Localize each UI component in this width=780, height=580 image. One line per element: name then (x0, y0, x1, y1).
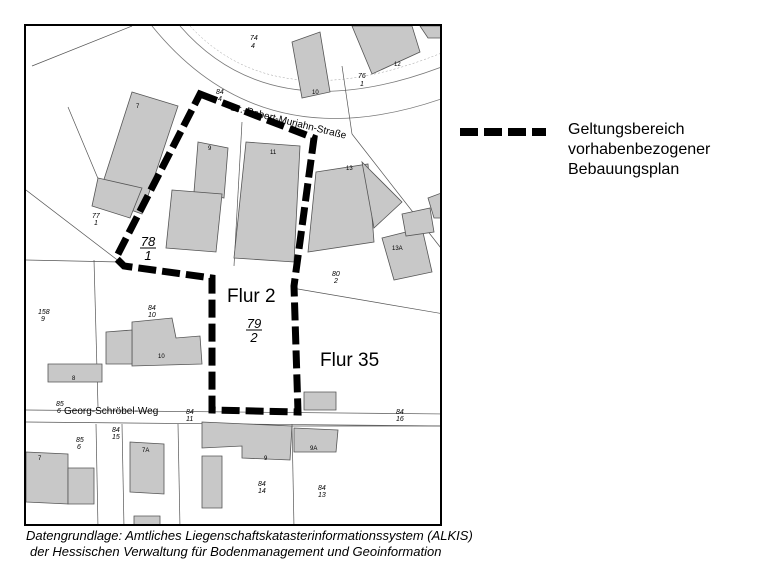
building (91, 177, 143, 219)
street-edge (189, 26, 440, 81)
building (233, 141, 301, 263)
house-number: 11 (270, 150, 277, 156)
building (26, 451, 69, 505)
map-frame: Flur 2 Flur 35 79 2 78 1 Dr.-Robert-Murj… (24, 24, 442, 526)
house-number: 9 (264, 456, 268, 462)
house-number: 10 (158, 354, 165, 360)
legend-text: Geltungsbereich vorhabenbezogener Bebauu… (568, 120, 768, 180)
svg-text:84: 84 (318, 485, 326, 492)
parcel-78-num: 78 (141, 234, 156, 249)
building (201, 455, 223, 509)
svg-text:74: 74 (250, 35, 258, 42)
building (307, 163, 375, 253)
svg-text:84: 84 (216, 89, 224, 96)
building (201, 421, 293, 461)
svg-text:158: 158 (38, 309, 50, 316)
street-label-south: Georg-Schröbel-Weg (64, 406, 158, 417)
svg-text:84: 84 (396, 409, 404, 416)
svg-text:15: 15 (112, 434, 120, 441)
svg-text:9: 9 (41, 316, 45, 323)
legend-line: Geltungsbereich (568, 121, 685, 138)
house-number: 13A (392, 246, 403, 252)
building (419, 26, 440, 39)
svg-text:84: 84 (112, 427, 120, 434)
house-number: 7 (136, 104, 140, 110)
building (401, 207, 435, 237)
cadastral-map: Flur 2 Flur 35 79 2 78 1 Dr.-Robert-Murj… (26, 26, 440, 524)
boundary-legend-symbol (460, 128, 546, 136)
building (193, 141, 229, 199)
svg-text:10: 10 (148, 312, 156, 319)
house-number: 9 (208, 146, 212, 152)
house-number: 10 (312, 90, 319, 96)
house-number: 12 (394, 62, 401, 68)
svg-text:85: 85 (56, 401, 64, 408)
building (165, 189, 223, 253)
building (105, 329, 133, 365)
svg-text:1: 1 (360, 81, 364, 88)
parcel-lines (26, 26, 440, 524)
svg-text:11: 11 (186, 416, 193, 423)
house-number: 7A (142, 448, 149, 454)
svg-text:1: 1 (94, 220, 98, 227)
building (427, 193, 440, 219)
flur-label-35: Flur 35 (320, 350, 379, 371)
parcel-fractions: 74 4 76 1 84 4 77 1 80 2 158 9 84 10 85 … (38, 35, 404, 499)
source-line: Datengrundlage: Amtliches Liegenschaftsk… (26, 528, 473, 543)
street-label-north: Dr.-Robert-Murjahn-Straße (229, 102, 347, 142)
svg-text:6: 6 (57, 408, 61, 415)
house-number: 7 (38, 456, 42, 462)
svg-text:2: 2 (333, 278, 338, 285)
svg-text:85: 85 (76, 437, 84, 444)
building (361, 160, 403, 229)
parcel-79-den: 2 (249, 330, 258, 345)
svg-text:80: 80 (332, 271, 340, 278)
building (67, 467, 95, 505)
svg-text:4: 4 (251, 43, 255, 50)
svg-text:77: 77 (92, 213, 101, 220)
svg-text:6: 6 (77, 444, 81, 451)
building (129, 441, 165, 495)
building (291, 31, 331, 99)
svg-text:16: 16 (396, 416, 404, 423)
svg-text:13: 13 (318, 492, 326, 499)
building (351, 26, 421, 75)
building (47, 363, 103, 383)
house-number: 9A (310, 446, 317, 452)
house-number: 8 (72, 376, 76, 382)
plan-boundary (111, 89, 318, 416)
svg-text:84: 84 (186, 409, 194, 416)
parcel-78-den: 1 (144, 248, 151, 263)
building (131, 317, 203, 367)
svg-text:84: 84 (258, 481, 266, 488)
legend-line: Bebauungsplan (568, 161, 680, 178)
data-source-note: Datengrundlage: Amtliches Liegenschaftsk… (26, 528, 473, 560)
svg-text:4: 4 (218, 96, 222, 103)
legend-line: vorhabenbezogener (568, 141, 711, 158)
svg-text:76: 76 (358, 73, 366, 80)
building (293, 427, 339, 453)
house-number: 13 (346, 166, 353, 172)
svg-text:14: 14 (258, 488, 266, 495)
street-edge (151, 26, 440, 119)
building (303, 391, 337, 411)
source-line: der Hessischen Verwaltung für Bodenmanag… (30, 544, 442, 559)
flur-label-2: Flur 2 (227, 286, 276, 307)
building (133, 515, 161, 524)
street-edge (179, 26, 440, 92)
svg-text:84: 84 (148, 305, 156, 312)
parcel-79-num: 79 (247, 316, 261, 331)
